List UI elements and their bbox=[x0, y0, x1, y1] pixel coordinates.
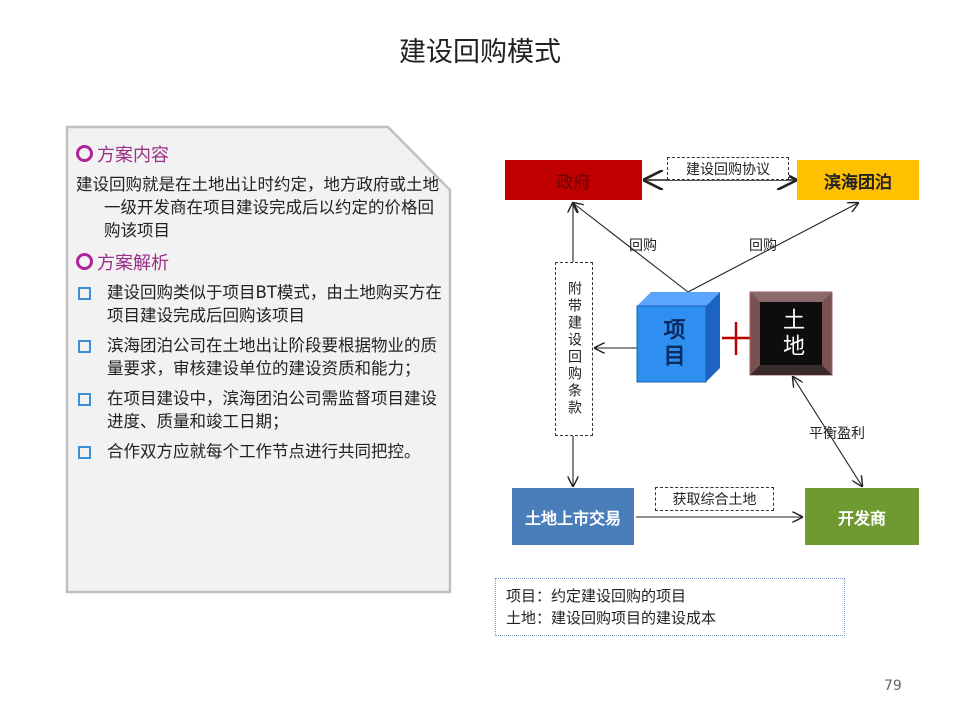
agreement-label: 建设回购协议 bbox=[667, 157, 789, 180]
project-label: 项目 bbox=[659, 318, 685, 370]
bullet-item: 建设回购类似于项目BT模式，由土地购买方在项目建设完成后回购该项目 bbox=[76, 281, 446, 327]
land-label: 土地 bbox=[779, 307, 804, 360]
government-box: 政府 bbox=[505, 160, 642, 200]
buyback-arrow-binhai bbox=[687, 203, 858, 293]
square-bullet-icon bbox=[78, 446, 91, 459]
balance-label: 平衡盈利 bbox=[809, 426, 865, 442]
section-heading-analysis: 方案解析 bbox=[76, 252, 446, 275]
bullet-item: 合作双方应就每个工作节点进行共同把控。 bbox=[76, 440, 446, 463]
binhai-box: 滨海团泊 bbox=[797, 160, 919, 200]
square-bullet-icon bbox=[78, 340, 91, 353]
bullet-item: 滨海团泊公司在土地出让阶段要根据物业的质量要求，审核建设单位的建设资质和能力； bbox=[76, 334, 446, 380]
buyback-label-left: 回购 bbox=[629, 238, 657, 254]
buyback-arrow-gov bbox=[573, 203, 689, 293]
square-bullet-icon bbox=[78, 393, 91, 406]
project-cube bbox=[636, 292, 720, 383]
slide-title: 建设回购模式 bbox=[399, 37, 561, 68]
plus-icon bbox=[722, 322, 750, 355]
section-heading-content: 方案内容 bbox=[76, 144, 446, 167]
bullet-text: 合作双方应就每个工作节点进行共同把控。 bbox=[107, 442, 421, 461]
content-panel: 方案内容 建设回购就是在土地出让时约定，地方政府或土地一级开发商在项目建设完成后… bbox=[76, 140, 446, 470]
section-label: 方案解析 bbox=[97, 253, 169, 274]
land-frame bbox=[749, 291, 833, 376]
bullet-item: 在项目建设中，滨海团泊公司需监督项目建设进度、质量和竣工日期； bbox=[76, 387, 446, 433]
legend-line: 土地：建设回购项目的建设成本 bbox=[506, 609, 717, 627]
legend-box: 项目：约定建设回购的项目 土地：建设回购项目的建设成本 bbox=[495, 578, 845, 636]
land-market-box: 土地上市交易 bbox=[512, 488, 634, 545]
clause-label: 附带建设回购条款 bbox=[555, 262, 593, 436]
acquire-label: 获取综合土地 bbox=[655, 487, 774, 511]
buyback-label-right: 回购 bbox=[749, 238, 777, 254]
bullet-text: 在项目建设中，滨海团泊公司需监督项目建设进度、质量和竣工日期； bbox=[107, 389, 437, 431]
panel-background bbox=[65, 125, 452, 594]
balance-arrow bbox=[793, 377, 862, 486]
developer-box: 开发商 bbox=[805, 488, 919, 545]
square-bullet-icon bbox=[78, 287, 91, 300]
legend-line: 项目：约定建设回购的项目 bbox=[506, 587, 687, 605]
bullet-text: 滨海团泊公司在土地出让阶段要根据物业的质量要求，审核建设单位的建设资质和能力； bbox=[107, 336, 437, 378]
ring-bullet-icon bbox=[76, 253, 93, 270]
intro-text: 建设回购就是在土地出让时约定，地方政府或土地一级开发商在项目建设完成后以约定的价… bbox=[76, 175, 439, 240]
bullet-text: 建设回购类似于项目BT模式，由土地购买方在项目建设完成后回购该项目 bbox=[107, 283, 442, 325]
ring-bullet-icon bbox=[76, 145, 93, 162]
page-number: 79 bbox=[884, 678, 902, 694]
section-label: 方案内容 bbox=[97, 145, 169, 166]
